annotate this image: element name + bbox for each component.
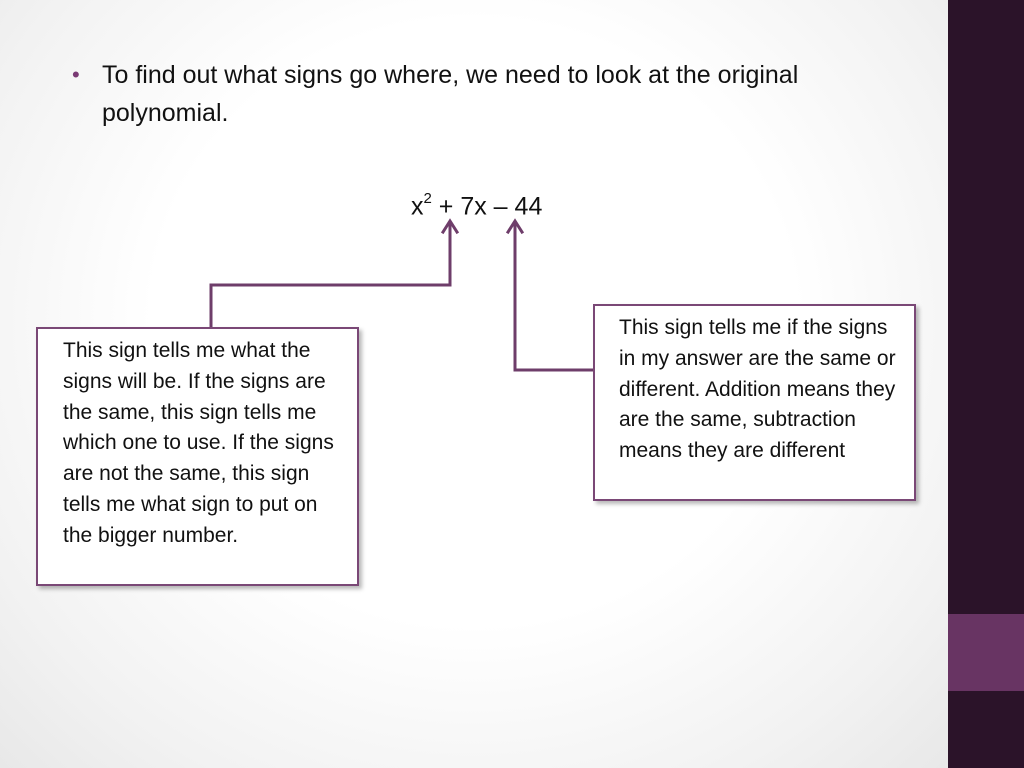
- note-box-left: This sign tells me what the signs will b…: [36, 327, 359, 586]
- note-left-text: This sign tells me what the signs will b…: [63, 339, 334, 547]
- right-arrowhead-icon: [505, 218, 525, 235]
- equation-base: x: [411, 192, 424, 221]
- bullet-marker: •: [72, 62, 80, 87]
- left-arrowhead-icon: [440, 218, 460, 235]
- equation-exponent: 2: [423, 190, 432, 207]
- bullet-text: To find out what signs go where, we need…: [102, 61, 799, 127]
- sidebar-accent-block: [948, 614, 1024, 691]
- note-box-right: This sign tells me if the signs in my an…: [593, 304, 916, 501]
- left-connector-line: [209, 222, 452, 329]
- bullet-point: • To find out what signs go where, we ne…: [70, 56, 830, 132]
- note-right-text: This sign tells me if the signs in my an…: [619, 316, 896, 463]
- right-connector-line: [513, 222, 595, 372]
- connector-arrows: [209, 218, 595, 372]
- polynomial-equation: x2 + 7x – 44: [411, 182, 542, 225]
- equation-terms: + 7x – 44: [431, 192, 543, 221]
